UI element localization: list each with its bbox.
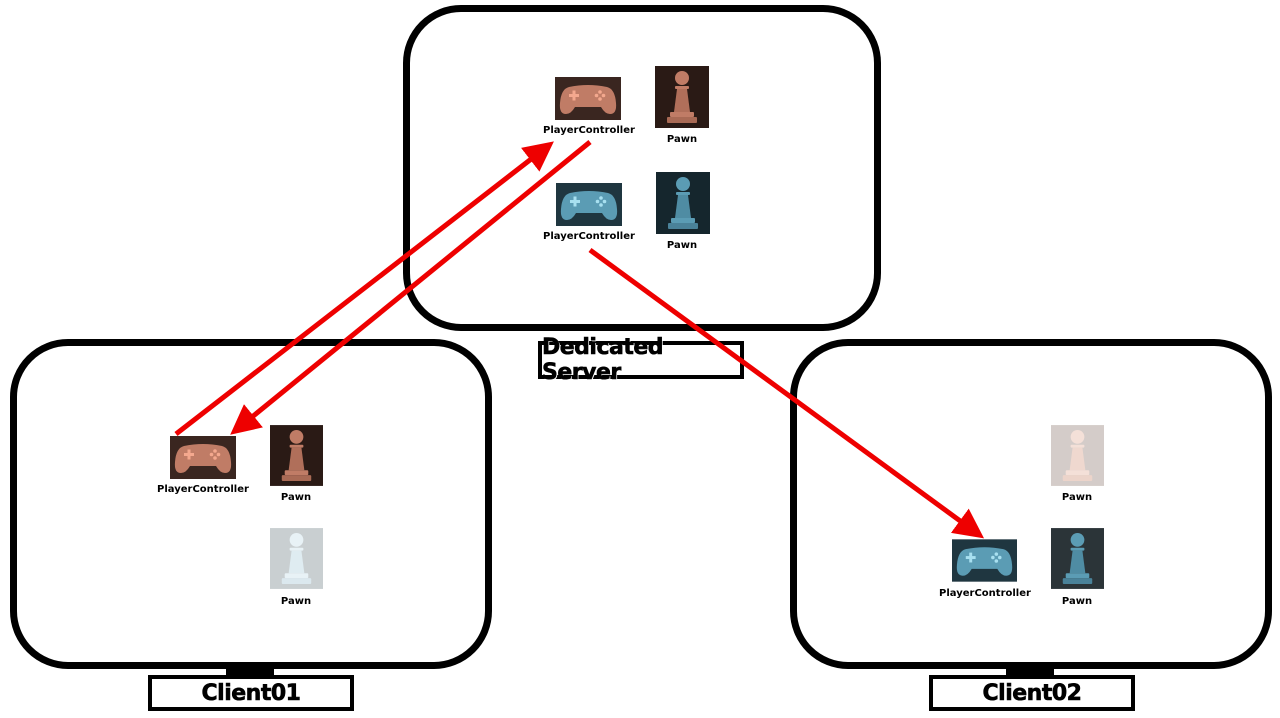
pawn-icon <box>655 66 709 128</box>
client01-brown-pawn <box>270 425 323 486</box>
pawn-icon <box>1051 528 1104 589</box>
arrow-client01-to-server <box>174 141 554 436</box>
client02-faded-brown-pawn <box>1051 425 1104 486</box>
client02-blue-player-controller <box>952 539 1017 582</box>
server-blue-pawn <box>656 172 710 234</box>
dedicated-server-box <box>403 5 881 331</box>
pawn-icon <box>270 528 323 589</box>
gamepad-icon <box>555 77 621 120</box>
server-blue-player-controller <box>556 183 622 226</box>
client02-blue-pawn-caption: Pawn <box>1061 596 1093 607</box>
gamepad-icon <box>952 539 1017 582</box>
pawn-icon <box>1051 425 1104 486</box>
client01-brown-player-controller <box>170 436 236 479</box>
client02-controller-caption: PlayerController <box>939 588 1031 599</box>
server-brown-pawn-caption: Pawn <box>666 134 698 145</box>
server-blue-controller-caption: PlayerController <box>543 231 635 242</box>
client01-faded-pawn-caption: Pawn <box>280 596 312 607</box>
client02-faded-pawn-caption: Pawn <box>1061 492 1093 503</box>
gamepad-icon <box>170 436 236 479</box>
server-brown-player-controller <box>555 77 621 120</box>
client01-controller-caption: PlayerController <box>157 484 249 495</box>
client01-faded-blue-pawn <box>270 528 323 589</box>
client01-box <box>10 339 492 669</box>
client01-label: Client01 <box>148 675 354 711</box>
client02-blue-pawn <box>1051 528 1104 589</box>
dedicated-server-label: Dedicated Server <box>538 335 744 385</box>
gamepad-icon <box>556 183 622 226</box>
pawn-icon <box>656 172 710 234</box>
client02-box <box>790 339 1272 669</box>
arrow-server-to-client02 <box>588 247 985 539</box>
server-brown-pawn <box>655 66 709 128</box>
arrow-server-to-client01 <box>230 140 592 435</box>
client02-label: Client02 <box>929 675 1135 711</box>
server-blue-pawn-caption: Pawn <box>666 240 698 251</box>
server-brown-controller-caption: PlayerController <box>543 125 635 136</box>
pawn-icon <box>270 425 323 486</box>
client01-brown-pawn-caption: Pawn <box>280 492 312 503</box>
